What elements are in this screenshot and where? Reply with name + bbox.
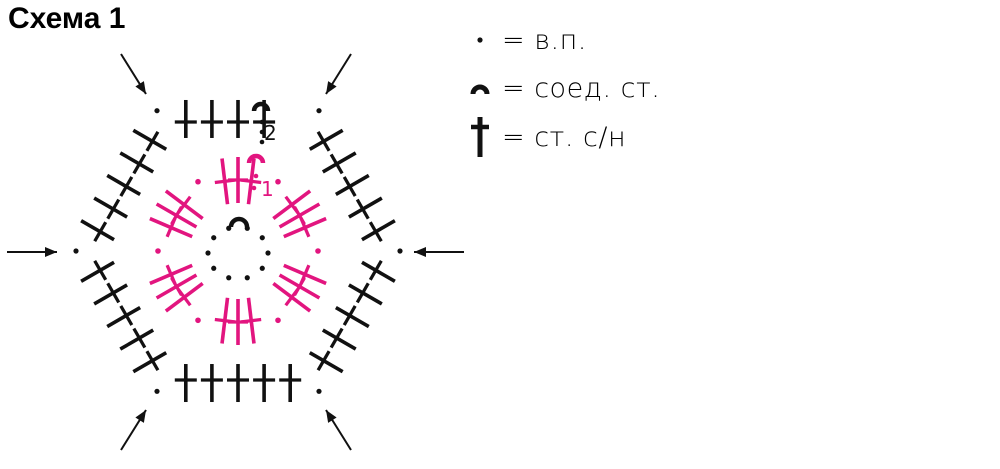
double-crochet-stitch [200, 99, 223, 138]
chain-stitch-dot [265, 250, 271, 256]
legend-item-double-crochet: = ст. с/н [458, 117, 626, 157]
corner-arrow [120, 53, 147, 95]
double-crochet-stitch [361, 259, 396, 283]
chain-stitch-dot [211, 265, 217, 271]
chain-stitch-dot [154, 108, 160, 114]
double-crochet-stitch [308, 350, 344, 374]
chain-stitch-dot [195, 178, 201, 185]
diagram-title: Схема 1 [8, 2, 126, 35]
double-crochet-stitch [164, 189, 204, 220]
chain-stitch-dot [259, 129, 265, 135]
chain-stitch-dot [259, 235, 265, 241]
double-crochet-stitch [227, 99, 249, 138]
chain-stitch-dot [275, 178, 281, 185]
chain-ring [205, 216, 271, 281]
legend-label-double-crochet: = ст. с/н [502, 121, 627, 153]
legend-label-chain: = в.п. [502, 24, 587, 56]
corner-arrow [325, 53, 352, 95]
chain-stitch-dot [154, 388, 160, 394]
legend-item-chain: = в.п. [458, 20, 587, 60]
corner-arrows-group [7, 53, 464, 451]
double-crochet-stitch [308, 128, 344, 152]
chain-stitch-dot [253, 173, 259, 179]
legend-item-slip-stitch: = соед. ст. [458, 68, 660, 108]
chain-stitch-dot [259, 265, 265, 271]
double-crochet-stitch [149, 263, 193, 286]
double-crochet-stitch [106, 173, 142, 197]
chain-stitch-dot [316, 108, 322, 114]
chain-stitch-dot [244, 275, 250, 281]
chain-stitch-dot [195, 317, 201, 324]
double-crochet-cross-icon [458, 117, 502, 157]
double-crochet-stitch [174, 99, 197, 138]
double-crochet-stitch [361, 219, 396, 243]
double-crochet-stitch [80, 219, 115, 243]
double-crochet-stitch [283, 216, 327, 239]
slip-stitch-arc [228, 216, 250, 228]
corner-arrow [414, 247, 464, 257]
double-crochet-stitch [321, 327, 357, 351]
double-crochet-stitch [272, 282, 312, 313]
slip-stitch-arc [251, 101, 271, 112]
corner-arrow [7, 247, 57, 257]
chain-stitch-dot [211, 235, 217, 241]
double-crochet-stitch [80, 259, 115, 283]
slip-stitch-arc-icon [458, 68, 502, 108]
double-crochet-stitch [132, 128, 168, 152]
double-crochet-stitch [93, 196, 128, 220]
double-crochet-stitch [132, 350, 168, 374]
slip-stitch-arc [246, 153, 266, 164]
double-crochet-stitch [334, 173, 370, 197]
double-crochet-stitch [200, 364, 223, 403]
corner-arrow [325, 409, 352, 451]
double-crochet-stitch [93, 282, 128, 306]
double-crochet-stitch [174, 364, 197, 403]
chain-stitch-dot-icon [458, 20, 502, 60]
double-crochet-stitch [227, 364, 249, 403]
round-1-group [149, 153, 327, 345]
double-crochet-stitch [241, 158, 262, 205]
chain-stitch-dot [259, 119, 265, 125]
double-crochet-stitch [119, 327, 155, 351]
chain-stitch-dot [205, 250, 211, 256]
legend-label-slip-stitch: = соед. ст. [502, 72, 661, 104]
chain-stitch-dot [259, 139, 265, 145]
chain-stitch-dot [397, 248, 403, 254]
double-crochet-stitch [334, 305, 370, 329]
chain-stitch-dot [275, 317, 281, 324]
chain-stitch-dot [226, 275, 232, 281]
double-crochet-stitch [214, 297, 235, 344]
corner-arrow [120, 409, 147, 451]
chain-stitch-dot [315, 248, 321, 254]
chain-stitch-dot [155, 248, 161, 254]
chain-stitch-dot [316, 388, 322, 394]
round-1-label: 1 [261, 177, 274, 201]
round-2-group [73, 99, 403, 403]
double-crochet-stitch [106, 305, 142, 329]
crochet-hexagon-diagram: 1 2 [7, 53, 464, 451]
double-crochet-stitch [348, 196, 383, 220]
double-crochet-stitch [279, 364, 302, 403]
round-2-label: 2 [264, 121, 277, 145]
double-crochet-stitch [321, 151, 357, 175]
double-crochet-stitch [119, 151, 155, 175]
chain-stitch-dot [251, 185, 257, 191]
double-crochet-stitch [253, 364, 276, 403]
double-crochet-stitch [348, 282, 383, 306]
chain-stitch-dot [73, 248, 79, 254]
